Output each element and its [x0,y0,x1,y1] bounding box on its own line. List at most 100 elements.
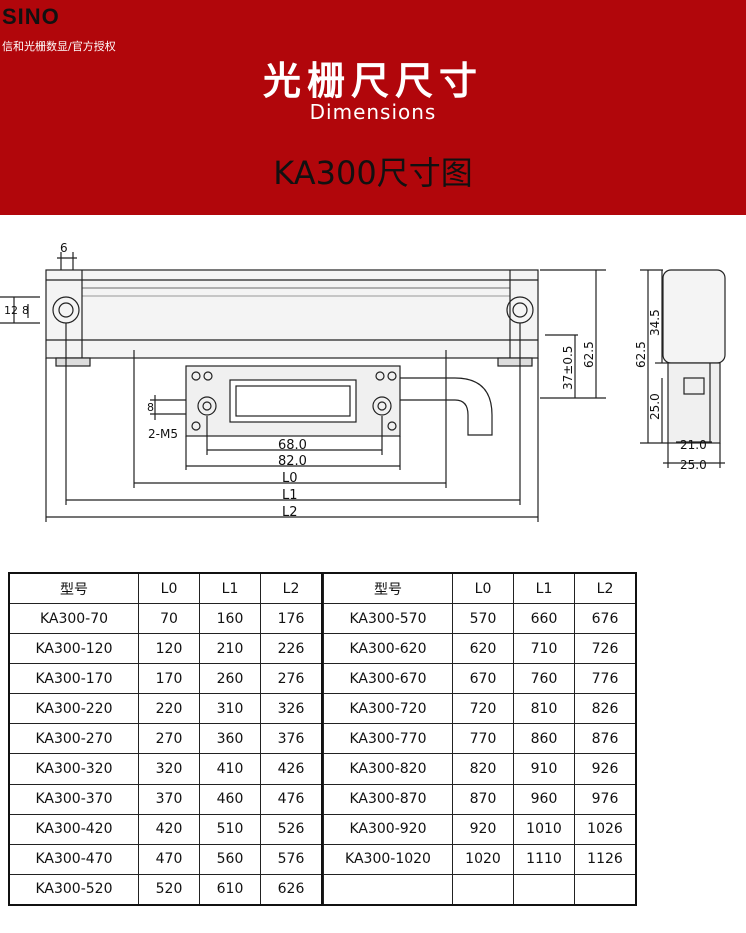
dim-25-width: 25.0 [680,458,707,472]
table-cell: 1026 [574,813,637,845]
table-cell: 460 [199,783,261,815]
table-cell: 676 [574,603,637,635]
table-cell: KA300-170 [8,663,139,695]
page-title-english: Dimensions [309,100,437,124]
dim-37: 37±0.5 [561,346,575,390]
dim-l2: L2 [282,505,298,520]
table-cell: 310 [199,693,261,725]
table-cell: 876 [574,723,637,755]
table-cell: KA300-770 [323,723,453,755]
table-cell: KA300-470 [8,843,139,875]
dim-6: 6 [60,241,68,255]
table-cell: 626 [260,873,323,906]
table-cell: KA300-670 [323,663,453,695]
table-cell: KA300-870 [323,783,453,815]
table-cell: 510 [199,813,261,845]
scale-body [45,269,539,359]
table-cell: KA300-70 [8,603,139,635]
table-cell: 376 [260,723,323,755]
table-cell: 420 [138,813,200,845]
table-header-cell: L0 [452,572,514,605]
table-cell: 1020 [452,843,514,875]
table-header-cell: 型号 [8,572,139,605]
table-cell: 170 [138,663,200,695]
dim-l0: L0 [282,471,298,486]
brand-tagline: 信和光栅数显/官方授权 [2,40,116,53]
table-cell: KA300-1020 [323,843,453,875]
table-cell: KA300-270 [8,723,139,755]
table-cell: 660 [513,603,575,635]
dim-21: 21.0 [680,438,707,452]
table-cell [323,873,453,906]
table-cell: KA300-420 [8,813,139,845]
table-cell: 326 [260,693,323,725]
table-cell: 560 [199,843,261,875]
table-header-cell: L0 [138,572,200,605]
table-cell: 476 [260,783,323,815]
table-cell: 220 [138,693,200,725]
table-cell: KA300-120 [8,633,139,665]
table-cell: 370 [138,783,200,815]
table-cell: 820 [452,753,514,785]
table-cell: 860 [513,723,575,755]
dim-m5: 2-M5 [148,427,178,441]
table-cell: 120 [138,633,200,665]
dim-62-side: 62.5 [634,341,648,368]
table-cell: 776 [574,663,637,695]
table-cell: KA300-820 [323,753,453,785]
table-row [323,873,637,906]
table-cell: 570 [452,603,514,635]
dim-82: 82.0 [278,454,307,469]
table-cell: 1126 [574,843,637,875]
table-cell: KA300-520 [8,873,139,906]
table-cell: 526 [260,813,323,845]
table-cell: 610 [199,873,261,906]
dim-25-height: 25.0 [648,393,662,420]
dim-12: 12 [4,304,18,317]
table-cell [574,873,637,906]
table-header-cell: L2 [574,572,637,605]
table-cell: KA300-720 [323,693,453,725]
table-cell: 470 [138,843,200,875]
table-cell: 320 [138,753,200,785]
table-cell: KA300-570 [323,603,453,635]
table-cell: 910 [513,753,575,785]
table-header-cell: L2 [260,572,323,605]
table-cell: 870 [452,783,514,815]
header-banner: SINO 信和光栅数显/官方授权 光栅尺尺寸 Dimensions KA300尺… [0,0,746,215]
table-cell: 620 [452,633,514,665]
table-cell: 410 [199,753,261,785]
table-cell: 520 [138,873,200,906]
table-header-cell: L1 [513,572,575,605]
dim-8-reader: 8 [147,401,154,414]
dim-34-5: 34.5 [648,309,662,336]
table-cell: 160 [199,603,261,635]
table-cell: 810 [513,693,575,725]
dimension-drawing: 6 12 8 8 2-M5 68.0 82.0 L0 L1 L2 37±0.5 … [0,241,726,522]
dim-8-left: 8 [22,304,29,317]
side-view-body [662,269,726,364]
drawing-title: KA300尺寸图 [273,154,473,192]
dim-l1: L1 [282,488,298,503]
table-cell: KA300-620 [323,633,453,665]
table-cell: 926 [574,753,637,785]
table-cell: 70 [138,603,200,635]
table-cell: 576 [260,843,323,875]
table-cell: KA300-370 [8,783,139,815]
